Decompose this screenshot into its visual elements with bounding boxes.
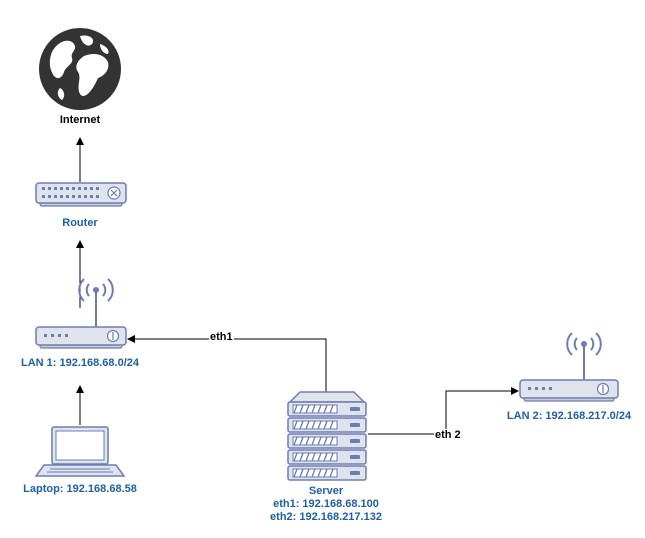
eth2-edge-label: eth 2: [434, 429, 462, 442]
internet-label: Internet: [59, 114, 101, 126]
lan2-label: LAN 2: 192.168.217.0/24: [506, 410, 632, 422]
laptop-icon: [34, 426, 126, 477]
globe-icon: [39, 28, 121, 110]
router-icon: [35, 182, 127, 207]
server-eth1-label: eth1: 192.168.68.100: [273, 498, 379, 510]
router-label: Router: [62, 217, 98, 229]
server-label: Server: [308, 485, 344, 497]
laptop-label: Laptop: 192.168.68.58: [23, 483, 137, 495]
edge-server-lan1: [127, 335, 327, 392]
wireless-access-point-icon: [35, 278, 127, 349]
wireless-access-point-icon: [519, 332, 619, 402]
server-eth2-label: eth2: 192.168.217.132: [270, 511, 382, 523]
edge-server-lan2: [368, 387, 519, 435]
lan1-label: LAN 1: 192.168.68.0/24: [20, 357, 140, 369]
server-rack-icon: [287, 391, 367, 481]
eth1-edge-label: eth1: [209, 331, 234, 344]
